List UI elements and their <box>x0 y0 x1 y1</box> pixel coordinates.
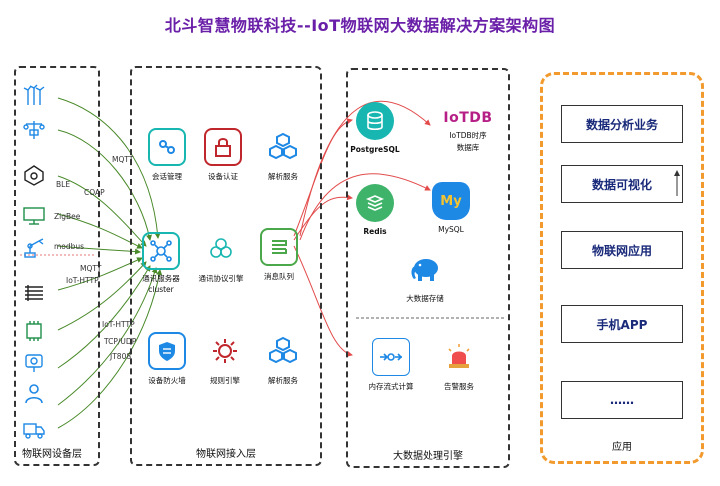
redis-stack-icon <box>356 184 394 222</box>
device-layer-label: 物联网设备层 <box>22 449 82 460</box>
bigdata-layer-panel: 大数据处理引擎 <box>346 68 510 468</box>
line-device-8 <box>57 265 151 369</box>
message-queue-node: 消息队列 <box>234 228 324 282</box>
mysql-node: My MySQL <box>406 182 496 234</box>
page-title: 北斗智慧物联科技--IoT物联网大数据解决方案架构图 <box>164 16 556 35</box>
protocol-tcp-udp: TCP/UDP <box>104 337 137 346</box>
app-data-visualization: 数据可视化 <box>561 165 683 203</box>
comm-server-cluster-node: 通讯服务器 cluster <box>116 232 206 294</box>
queue-icon <box>260 228 298 266</box>
app-layer-label: 应用 <box>612 442 632 453</box>
protocol-iot-http-1: IoT-HTTP <box>66 276 99 285</box>
redis-node: Redis <box>330 184 420 236</box>
protocol-coap: COAP <box>84 188 105 197</box>
access-layer-panel: 物联网接入层 <box>130 66 322 466</box>
zigbee-monitor-icon <box>23 207 45 225</box>
protocol-iot-http-2: IoT-HTTP <box>102 320 135 329</box>
protocol-jt808: JT808 <box>110 352 132 361</box>
chip-icon <box>26 321 42 341</box>
line-device-10 <box>57 269 163 429</box>
protocol-mqtt-1: MQTT <box>112 155 134 164</box>
wind-turbine-icon <box>23 84 45 105</box>
line-device-4 <box>57 213 143 249</box>
stream-icon <box>372 338 410 376</box>
app-layer-panel: 数据分析业务 数据可视化 物联网应用 手机APP …… 应用 <box>540 72 704 464</box>
alarm-service-node: 告警服务 <box>414 338 504 392</box>
bluetooth-device-icon <box>24 165 44 186</box>
stream-computing-node: 内存流式计算 <box>346 338 436 392</box>
line-device-2 <box>57 129 152 241</box>
shield-icon <box>148 332 186 370</box>
elephant-icon <box>406 250 444 288</box>
robot-arm-icon <box>24 238 44 258</box>
line-device-1 <box>57 97 161 239</box>
line-device-7 <box>57 261 147 331</box>
line-to-mysql <box>299 173 431 241</box>
bigdata-layer-label: 大数据处理引擎 <box>393 451 463 462</box>
line-device-6 <box>57 257 143 291</box>
iotdb-logo: IoTDB <box>443 110 493 126</box>
app-data-analysis: 数据分析业务 <box>561 105 683 143</box>
alarm-siren-icon <box>440 338 478 376</box>
postgresql-node: PostgreSQL <box>330 102 420 154</box>
app-mobile-app: 手机APP <box>561 305 683 343</box>
sensor-array-icon <box>25 285 43 301</box>
app-iot-application: 物联网应用 <box>561 231 683 269</box>
hexagon-cluster-icon <box>264 332 302 370</box>
protocol-mqtt-2: MQTT <box>80 264 102 273</box>
device-firewall-node: 设备防火墙 <box>122 332 212 386</box>
iotdb-node: IoTDB IoTDB时序 数据库 <box>420 110 516 153</box>
flower-icon <box>202 230 240 268</box>
line-to-iotdb <box>299 100 431 237</box>
session-management-node: 会话管理 <box>122 128 212 182</box>
protocol-engine-node: 通讯协议引擎 <box>176 230 266 284</box>
line-queue-stream <box>293 245 353 357</box>
parse-service-node-2: 解析服务 <box>238 332 328 386</box>
network-hub-icon <box>142 232 180 270</box>
hexagon-cluster-icon <box>264 128 302 166</box>
mysql-cylinder-icon: My <box>432 182 470 220</box>
parse-service-node-1: 解析服务 <box>238 128 328 182</box>
database-icon <box>356 102 394 140</box>
app-more: …… <box>561 381 683 419</box>
protocol-ble: BLE <box>56 180 71 189</box>
protocol-modbus: modbus <box>54 242 85 251</box>
protocol-zigbee: ZigBee <box>54 212 81 221</box>
bigdata-storage-node: 大数据存储 <box>380 250 470 304</box>
device-auth-node: 设备认证 <box>178 128 268 182</box>
truck-icon <box>23 423 45 439</box>
rule-engine-node: 规则引擎 <box>180 332 270 386</box>
line-device-9 <box>57 267 158 406</box>
weather-station-icon <box>23 121 45 139</box>
line-device-3 <box>57 175 147 247</box>
session-icon <box>148 128 186 166</box>
access-layer-label: 物联网接入层 <box>196 449 256 460</box>
line-queue-postgres <box>293 118 353 237</box>
device-layer-panel: 物联网设备层 <box>14 66 100 466</box>
person-badge-icon <box>25 384 43 404</box>
lock-icon <box>204 128 242 166</box>
gear-cycle-icon <box>206 332 244 370</box>
camera-device-icon <box>25 354 43 372</box>
line-device-5 <box>57 245 141 255</box>
